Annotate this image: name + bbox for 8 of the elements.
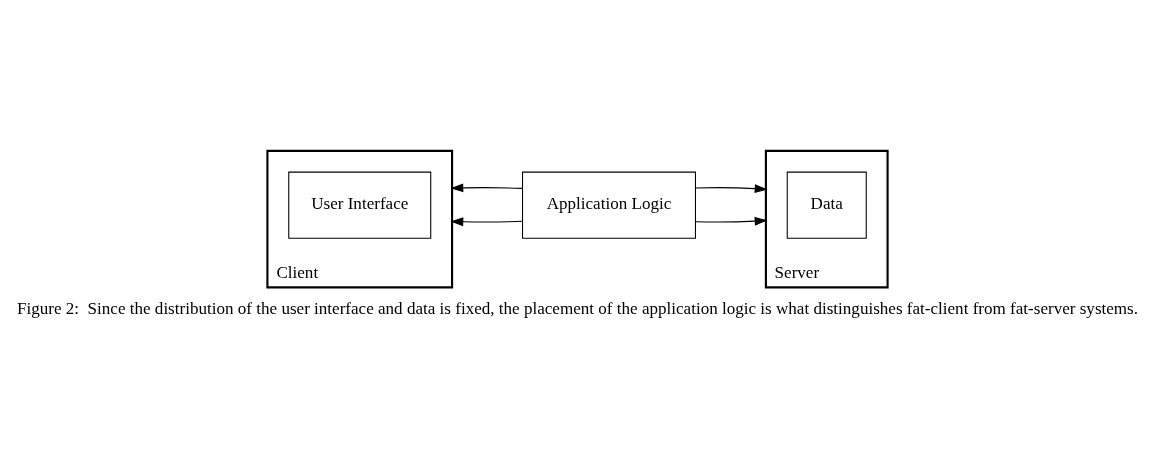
arrow: [695, 216, 768, 226]
arrow: [450, 216, 523, 226]
node-box: Application Logic: [522, 171, 696, 239]
node-box: User Interface: [288, 171, 432, 239]
arrow: [695, 183, 768, 193]
arrow: [450, 182, 523, 192]
node-box: Data: [786, 171, 867, 239]
caption: Figure 2: Since the distribution of the user interface and data is fixed, the placement of the application logic is what distinguishes fat-client from fat-server systems.: [16, 298, 1139, 318]
